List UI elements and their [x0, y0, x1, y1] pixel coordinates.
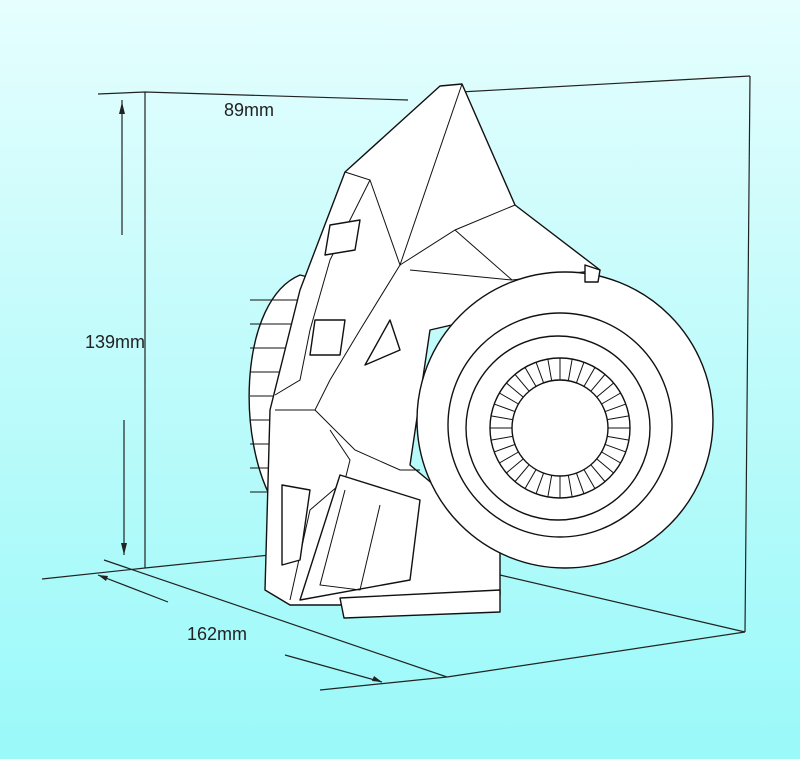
- filter-spoke: [590, 464, 606, 482]
- height-dimension-label: 139mm: [85, 332, 146, 352]
- filter-spoke: [490, 435, 513, 441]
- filter-spoke: [514, 374, 530, 392]
- filter-spoke: [494, 443, 516, 453]
- filter-spoke: [494, 403, 516, 413]
- filter-spoke: [607, 435, 630, 441]
- filter-spoke: [514, 464, 530, 482]
- filter-spoke: [601, 451, 621, 464]
- filter-spoke: [567, 475, 573, 498]
- height-dimension-arrow: [119, 100, 127, 555]
- depth-dimension-arrow: [97, 574, 383, 683]
- filter-spoke: [583, 367, 596, 387]
- bounding-box: [41, 75, 751, 691]
- filter-spoke: [499, 451, 519, 464]
- respirator-model: [248, 83, 714, 619]
- filter-spoke: [596, 382, 614, 398]
- filter-spoke: [547, 358, 553, 381]
- filter-spoke: [583, 469, 596, 489]
- filter-spoke: [601, 392, 621, 405]
- filter-spoke: [499, 392, 519, 405]
- depth-dimension-label: 162mm: [187, 624, 248, 644]
- filter-spoke: [590, 374, 606, 392]
- filter-spoke: [490, 415, 513, 421]
- filter-spoke: [604, 403, 626, 413]
- filter-spoke: [547, 475, 553, 498]
- filter-spoke: [575, 472, 585, 494]
- filter-spoke: [575, 362, 585, 384]
- filter-spoke: [567, 358, 573, 381]
- filter-spoke: [535, 472, 545, 494]
- filter-spoke: [607, 415, 630, 421]
- filter-spoke: [535, 362, 545, 384]
- filter-spoke: [506, 458, 524, 474]
- width-dimension-label: 89mm: [224, 100, 275, 120]
- filter-spoke: [506, 382, 524, 398]
- filter-spoke: [524, 469, 537, 489]
- filter-spoke: [596, 458, 614, 474]
- filter-spoke: [524, 367, 537, 387]
- filter-spoke: [604, 443, 626, 453]
